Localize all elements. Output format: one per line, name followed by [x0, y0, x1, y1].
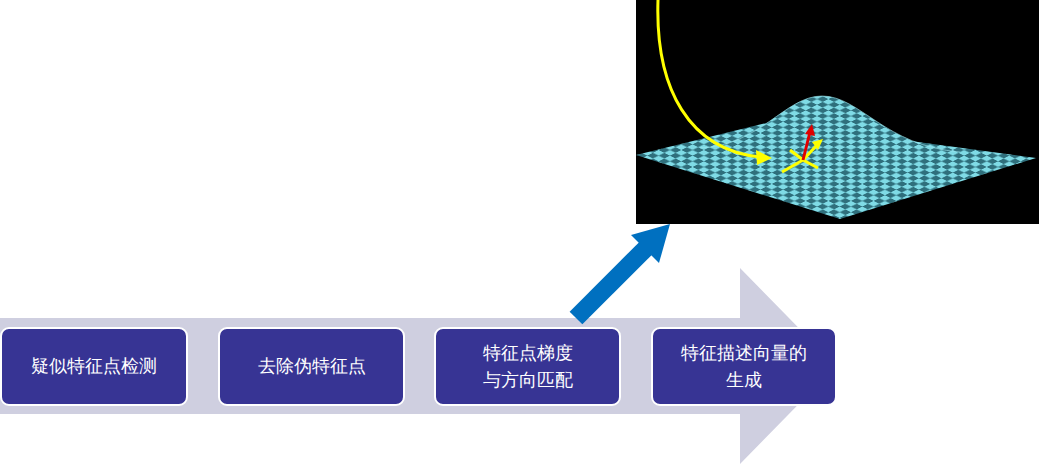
orientation-arrowhead [805, 124, 815, 136]
hump-outline [700, 96, 960, 152]
process-box: 特征点梯度 与方向匹配 [434, 327, 621, 406]
process-band [0, 268, 836, 464]
gradient-vector [790, 150, 803, 160]
orientation-vector [803, 132, 810, 160]
gradient-arrowhead [812, 139, 823, 150]
process-box: 疑似特征点检测 [0, 327, 188, 406]
yellow-curve [658, 0, 760, 157]
pointer-arrowhead [631, 224, 670, 263]
step-label: 去除伪特征点 [258, 353, 366, 379]
step-label: 疑似特征点检测 [31, 353, 157, 379]
step-label: 特征点梯度 与方向匹配 [478, 340, 578, 392]
gaussian-hump [700, 96, 960, 165]
yellow-arrowhead [756, 150, 772, 165]
process-box: 特征描述向量的 生成 [651, 327, 837, 406]
gradient-vector [782, 160, 803, 172]
picture-panel [636, 0, 1039, 224]
pointer-arrow [576, 247, 647, 318]
step-label: 特征描述向量的 生成 [678, 340, 810, 392]
process-box: 去除伪特征点 [218, 327, 405, 406]
gradient-vector [803, 160, 818, 168]
